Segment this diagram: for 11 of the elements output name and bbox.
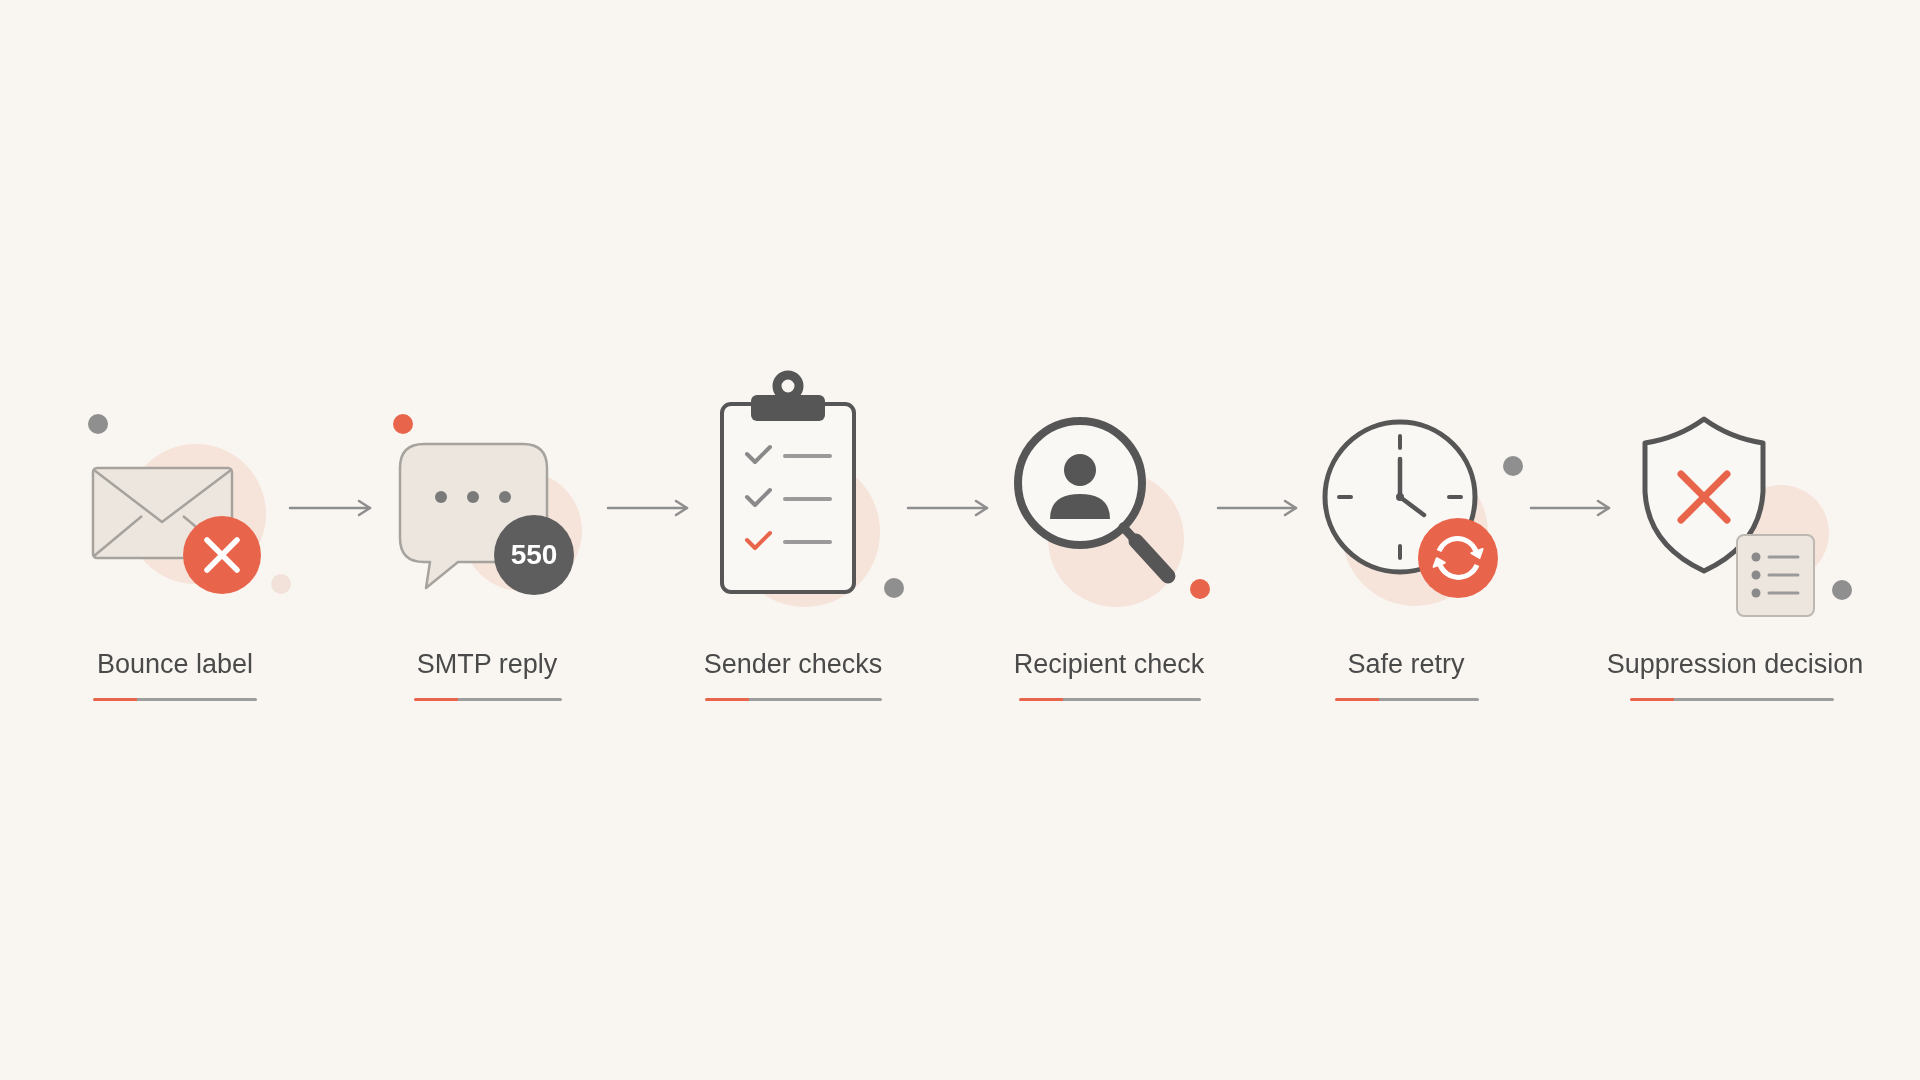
arrow: [606, 499, 689, 517]
step-label: Recipient check: [1013, 648, 1205, 680]
arrow: [1216, 499, 1298, 517]
step-label: SMTP reply: [416, 648, 558, 680]
step-label: Bounce label: [96, 648, 254, 680]
step-label: Sender checks: [703, 648, 883, 680]
arrow: [288, 499, 372, 517]
step-label: Safe retry: [1347, 648, 1465, 680]
step-label: Suppression decision: [1606, 648, 1864, 680]
arrow: [906, 499, 989, 517]
arrow: [1529, 499, 1611, 517]
